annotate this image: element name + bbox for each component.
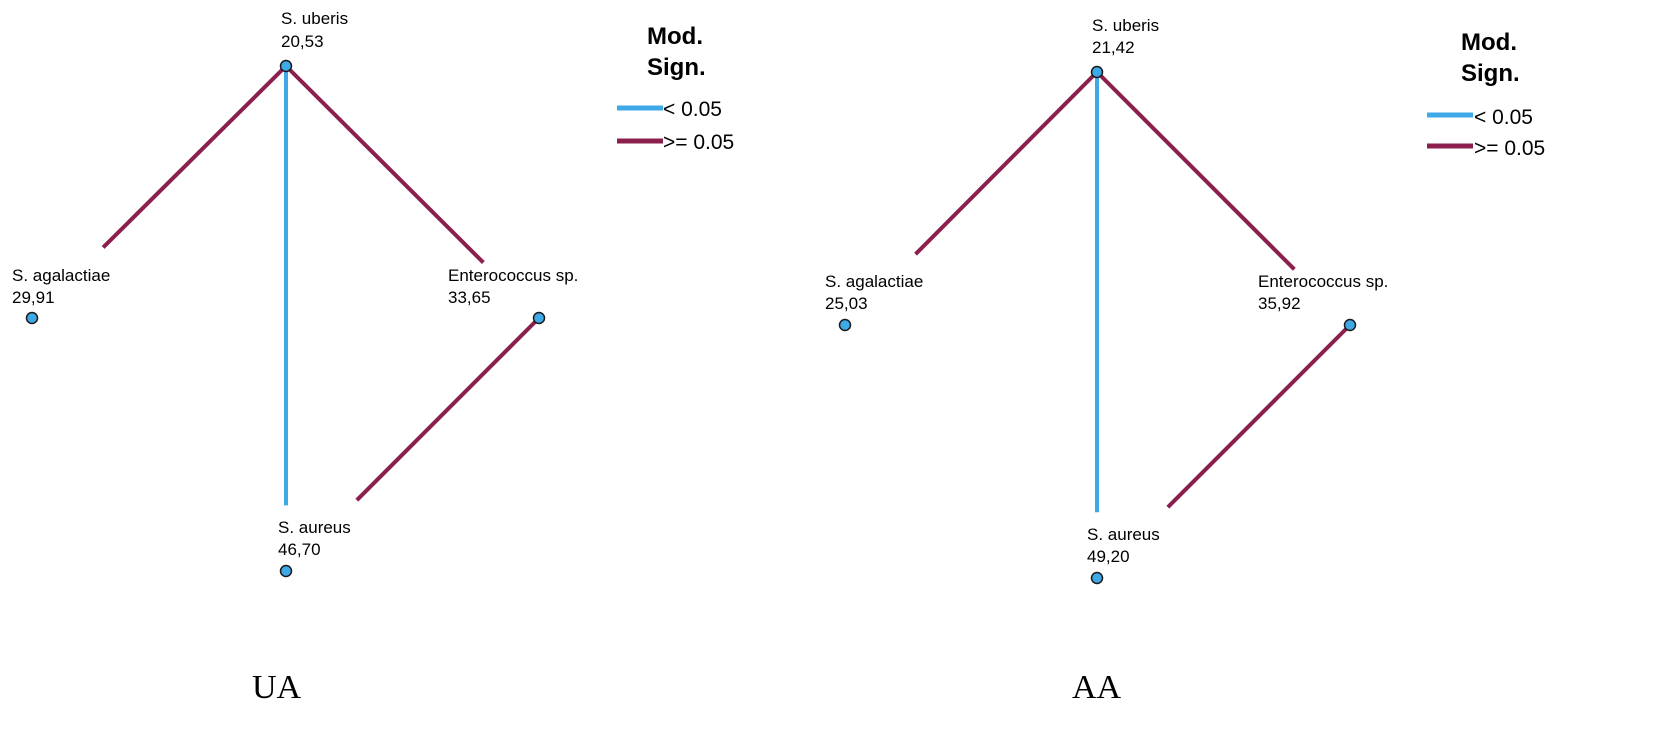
edge-uberis-agalactiae bbox=[101, 64, 288, 249]
node-value-agalactiae: 29,91 bbox=[12, 288, 55, 307]
edge-uberis-enterococcus bbox=[284, 64, 485, 264]
node-uberis bbox=[1090, 65, 1104, 79]
panel-ua: S. uberis 20,53 S. agalactiae 29,91 Ente… bbox=[12, 9, 734, 706]
node-uberis bbox=[279, 59, 293, 73]
panel-ua-legend: Mod. Sign. < 0.05 >= 0.05 bbox=[617, 23, 734, 154]
node-agalactiae bbox=[838, 318, 852, 332]
node-value-uberis: 20,53 bbox=[281, 32, 324, 51]
legend-title-line2: Sign. bbox=[1461, 60, 1520, 87]
legend-label-significant: < 0.05 bbox=[663, 98, 722, 121]
node-name-enterococcus: Enterococcus sp. bbox=[448, 266, 578, 285]
legend-title-line1: Mod. bbox=[647, 23, 703, 50]
edge-uberis-enterococcus bbox=[1095, 70, 1296, 271]
legend-title-line1: Mod. bbox=[1461, 29, 1517, 56]
node-name-aureus: S. aureus bbox=[1087, 525, 1160, 544]
panel-caption-aa: AA bbox=[1072, 669, 1122, 706]
node-agalactiae bbox=[25, 311, 39, 325]
legend-label-not-significant: >= 0.05 bbox=[663, 131, 734, 154]
legend-label-not-significant: >= 0.05 bbox=[1474, 137, 1545, 160]
panel-aa-nodes bbox=[838, 65, 1357, 585]
node-name-enterococcus: Enterococcus sp. bbox=[1258, 272, 1388, 291]
panel-ua-edges bbox=[101, 64, 541, 506]
legend-title-line2: Sign. bbox=[647, 54, 706, 81]
panel-ua-nodes bbox=[25, 59, 546, 578]
node-aureus bbox=[1090, 571, 1104, 585]
node-name-uberis: S. uberis bbox=[1092, 16, 1159, 35]
panel-aa-edges bbox=[914, 70, 1352, 513]
panel-aa: S. uberis 21,42 S. agalactiae 25,03 Ente… bbox=[825, 16, 1545, 706]
node-value-uberis: 21,42 bbox=[1092, 38, 1135, 57]
node-value-aureus: 49,20 bbox=[1087, 547, 1130, 566]
node-value-aureus: 46,70 bbox=[278, 540, 321, 559]
node-value-enterococcus: 33,65 bbox=[448, 288, 491, 307]
legend-label-significant: < 0.05 bbox=[1474, 106, 1533, 129]
panel-caption-ua: UA bbox=[252, 669, 302, 706]
panel-ua-labels: S. uberis 20,53 S. agalactiae 29,91 Ente… bbox=[12, 9, 578, 559]
node-value-enterococcus: 35,92 bbox=[1258, 294, 1301, 313]
edge-uberis-agalactiae bbox=[914, 70, 1099, 256]
node-name-agalactiae: S. agalactiae bbox=[12, 266, 110, 285]
node-name-agalactiae: S. agalactiae bbox=[825, 272, 923, 291]
panel-aa-labels: S. uberis 21,42 S. agalactiae 25,03 Ente… bbox=[825, 16, 1388, 566]
node-aureus bbox=[279, 564, 293, 578]
edge-enterococcus-aureus bbox=[355, 316, 541, 502]
node-name-uberis: S. uberis bbox=[281, 9, 348, 28]
node-enterococcus bbox=[532, 311, 546, 325]
node-name-aureus: S. aureus bbox=[278, 518, 351, 537]
panel-aa-legend: Mod. Sign. < 0.05 >= 0.05 bbox=[1427, 29, 1545, 160]
edge-enterococcus-aureus bbox=[1166, 323, 1352, 509]
node-value-agalactiae: 25,03 bbox=[825, 294, 868, 313]
node-enterococcus bbox=[1343, 318, 1357, 332]
